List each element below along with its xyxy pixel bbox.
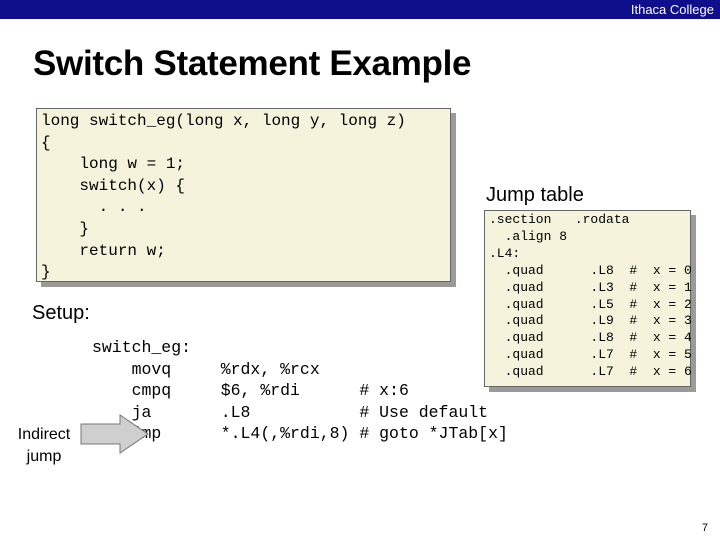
- jump-table-code: .section .rodata .align 8 .L4: .quad .L8…: [489, 212, 692, 380]
- top-bar: Ithaca College: [0, 0, 720, 19]
- indirect-jump-arrow-icon: [80, 414, 149, 454]
- indirect-jump-label: Indirect jump: [17, 426, 71, 465]
- brand-label: Ithaca College: [630, 2, 714, 17]
- c-code: long switch_eg(long x, long y, long z) {…: [41, 112, 406, 282]
- jump-table-box: .section .rodata .align 8 .L4: .quad .L8…: [484, 210, 692, 387]
- page-number: 7: [701, 522, 708, 534]
- setup-label: Setup:: [32, 302, 90, 324]
- c-code-box: long switch_eg(long x, long y, long z) {…: [36, 108, 451, 282]
- setup-assembly-code: switch_eg: movq %rdx, %rcx cmpq $6, %rdi…: [92, 338, 508, 443]
- slide-title: Switch Statement Example: [33, 44, 472, 83]
- jump-table-label: Jump table: [486, 184, 584, 206]
